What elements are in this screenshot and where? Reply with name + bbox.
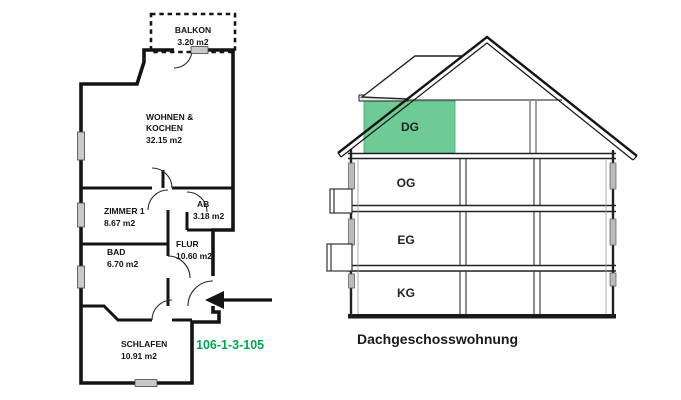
room-living-line1: WOHNEN & bbox=[146, 112, 193, 122]
floor-slabs bbox=[348, 152, 616, 272]
floor-label-kg: KG bbox=[397, 286, 415, 300]
inner-wall-lines bbox=[357, 160, 607, 314]
room-living-line2: KOCHEN bbox=[146, 123, 183, 133]
building-section: DG OG EG KG Dachgeschosswohnung bbox=[326, 35, 638, 347]
room-schlafen-name: SCHLAFEN bbox=[121, 339, 167, 349]
section-outer-walls bbox=[349, 149, 615, 316]
room-bad-name: BAD bbox=[107, 247, 125, 257]
bedroom-window bbox=[134, 379, 158, 387]
room-bad-area: 6.70 m2 bbox=[107, 259, 138, 269]
room-schlafen-area: 10.91 m2 bbox=[121, 351, 157, 361]
balcony-outline bbox=[149, 12, 237, 54]
room-ab-area: 3.18 m2 bbox=[193, 211, 224, 221]
section-windows bbox=[348, 162, 617, 289]
room-ab-name: AB bbox=[197, 199, 209, 209]
gable-roof bbox=[337, 35, 638, 161]
living-window bbox=[77, 131, 85, 161]
balcony-area: 3.20 m2 bbox=[177, 37, 208, 47]
room1-window bbox=[77, 202, 85, 228]
floor-label-dg: DG bbox=[401, 120, 419, 134]
balcony-label: BALKON bbox=[175, 25, 211, 35]
window-group bbox=[77, 46, 209, 387]
building-base bbox=[348, 314, 616, 319]
room-living-area: 32.15 m2 bbox=[146, 135, 182, 145]
unit-id-label: 106-1-3-105 bbox=[196, 338, 264, 352]
bath-window bbox=[77, 265, 85, 289]
room-zimmer1-name: ZIMMER 1 bbox=[104, 206, 145, 216]
floor-label-og: OG bbox=[397, 176, 416, 190]
floor-plan: BALKON 3.20 m2 WOHNEN & KOCHEN 32.15 m2 … bbox=[77, 12, 272, 387]
interior-walls bbox=[81, 170, 233, 322]
room-zimmer1-area: 8.67 m2 bbox=[104, 218, 135, 228]
floor-label-eg: EG bbox=[397, 233, 414, 247]
room-flur-area: 10.60 m2 bbox=[176, 251, 212, 261]
door-arcs bbox=[147, 49, 214, 321]
left-balconies bbox=[326, 188, 353, 272]
section-caption: Dachgeschosswohnung bbox=[357, 331, 518, 347]
cross-wing-roof bbox=[360, 55, 465, 100]
dg-dividers bbox=[529, 101, 537, 153]
room-flur-name: FLUR bbox=[176, 239, 199, 249]
entrance-arrow-icon bbox=[205, 291, 272, 309]
balcony-window bbox=[190, 46, 209, 54]
row-dividers bbox=[459, 159, 541, 314]
